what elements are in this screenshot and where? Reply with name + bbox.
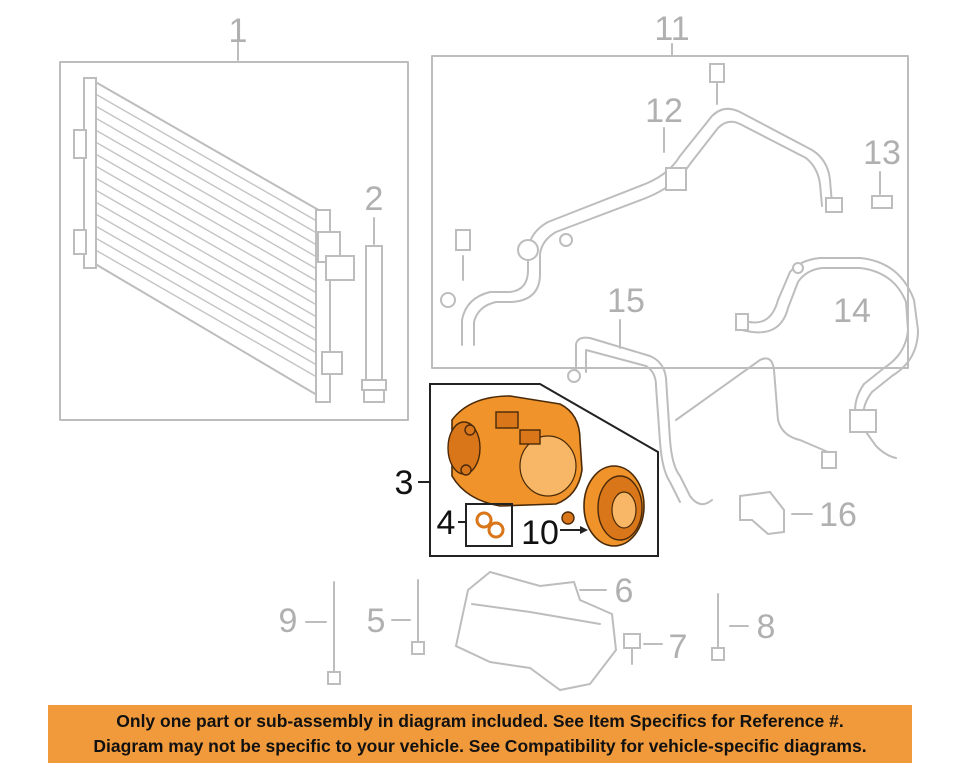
callout-4: 4 (437, 504, 456, 542)
notice-line-2: Diagram may not be specific to your vehi… (93, 736, 867, 756)
clutch-pulley-part (560, 465, 645, 547)
compressor-callout-box (418, 383, 659, 557)
notice-banner: Only one part or sub-assembly in diagram… (48, 705, 912, 763)
callout-6: 6 (615, 572, 634, 610)
receiver-drier-part (361, 217, 387, 403)
callout-16: 16 (819, 496, 857, 534)
hose-part-14 (735, 257, 919, 459)
bolt-part-7 (623, 633, 663, 665)
callout-7: 7 (669, 628, 688, 666)
bolt-part-5 (391, 579, 425, 655)
callout-2: 2 (365, 180, 384, 218)
bracket-part-16 (739, 490, 813, 536)
ac-compressor-part (447, 395, 583, 507)
callout-1: 1 (229, 12, 248, 50)
line-part-15 (567, 319, 837, 506)
bolt-part-9 (305, 581, 341, 685)
bolt-part-8 (711, 593, 749, 661)
callout-15: 15 (607, 282, 645, 320)
callout-3: 3 (395, 464, 414, 502)
ac-lines-group (431, 43, 909, 369)
seal-rings-part (458, 503, 513, 547)
callout-9: 9 (279, 602, 298, 640)
condenser-part (59, 19, 409, 421)
splash-shield-part (454, 570, 618, 692)
callout-8: 8 (757, 608, 776, 646)
callout-10: 10 (521, 514, 559, 552)
callout-13: 13 (863, 134, 901, 172)
callout-14: 14 (833, 292, 871, 330)
callout-5: 5 (367, 602, 386, 640)
callout-11: 11 (654, 10, 689, 48)
callout-12: 12 (645, 92, 683, 130)
notice-line-1: Only one part or sub-assembly in diagram… (116, 711, 844, 731)
